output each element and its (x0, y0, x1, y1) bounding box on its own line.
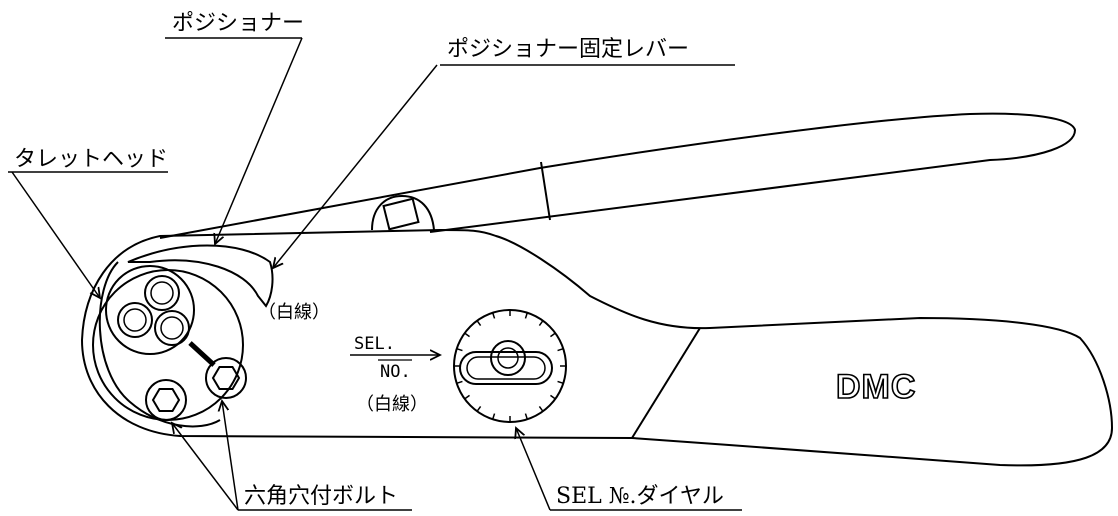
hex-bolt-left (145, 379, 187, 421)
handle-grip-seam (540, 161, 551, 221)
callout-turret-head: タレットヘッド (8, 147, 168, 298)
tool-body (80, 228, 1114, 467)
brand-logo: DMC (836, 368, 916, 406)
dial-tick (491, 312, 496, 319)
callout-hex-bolts: 六角穴付ボルト (172, 401, 412, 511)
sel-text: SEL. (354, 334, 395, 354)
positioner (127, 244, 274, 308)
lower-handle-seam (631, 327, 701, 439)
sel-no-indicator: SEL. NO. (350, 334, 440, 382)
label-white-line-1: （白線） (258, 302, 330, 323)
sel-no-dial (453, 309, 567, 423)
hex-bolt-right (205, 357, 247, 399)
dial-tick (491, 413, 496, 420)
dial-tick (464, 332, 470, 338)
dial-tick (524, 312, 529, 319)
callout-lock-lever: ポジショナー固定レバー (273, 37, 735, 268)
label-turret-head: タレットヘッド (14, 147, 168, 172)
callout-white-line: （白線） (258, 302, 330, 323)
dial-ticks (454, 310, 566, 422)
dial-tick (476, 406, 482, 412)
label-positioner: ポジショナー (172, 11, 304, 36)
dial-tick (524, 413, 529, 420)
dial-tick (557, 347, 564, 352)
white-line-mark (188, 341, 216, 367)
dial-tick (456, 380, 463, 385)
dial-tick (550, 394, 556, 400)
dial-tick (456, 347, 463, 352)
callout-positioner: ポジショナー (165, 11, 304, 244)
positioner-holes (105, 265, 216, 367)
dial-tick (476, 320, 482, 326)
label-sel-no-dial: SEL №.ダイヤル (556, 484, 724, 509)
upper-handle (159, 112, 1077, 239)
dial-tick (557, 380, 564, 385)
callout-sel-no-dial: SEL №.ダイヤル (516, 428, 742, 511)
dial-tick (538, 320, 544, 326)
dial-tick (464, 394, 470, 400)
label-hex-socket-bolt: 六角穴付ボルト (244, 484, 398, 509)
lock-lever-knob (371, 194, 435, 231)
dial-tick (550, 332, 556, 338)
no-text: NO. (380, 362, 411, 382)
dial-tick (538, 406, 544, 412)
label-white-line-2: （白線） (356, 394, 428, 415)
label-positioner-lock-lever: ポジショナー固定レバー (447, 37, 689, 62)
